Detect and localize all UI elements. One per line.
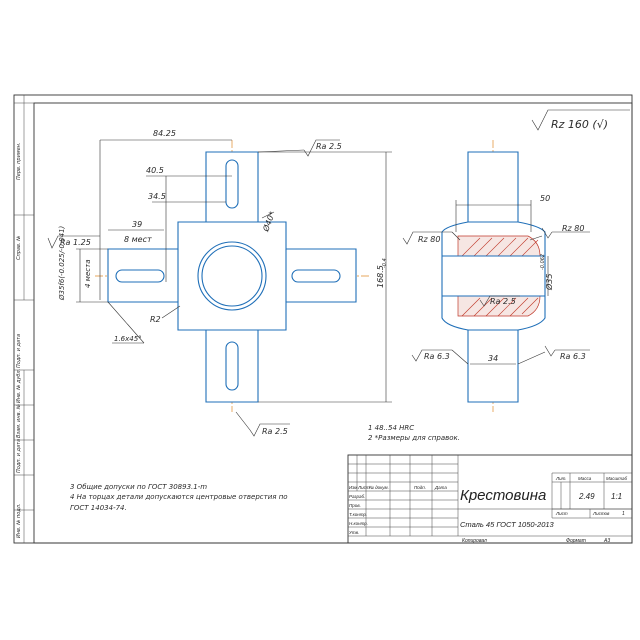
hub-outer-circle	[197, 241, 267, 311]
roughness-ra25-bottom: Ra 2.5	[262, 427, 288, 436]
hatch-top	[457, 235, 541, 257]
tb-sheet-label: Лист	[555, 511, 568, 516]
stamp-sprav-no: Справ. №	[16, 236, 22, 260]
roughness-ra25-side: Ra 2.5	[490, 297, 516, 306]
dim-34: 34	[488, 354, 498, 363]
tb-lit-label: Лит.	[555, 476, 567, 481]
dim-4-mesta: 4 места	[84, 260, 92, 288]
stamp-inv-dubl: Инв. № дубл.	[16, 369, 22, 403]
sheet-inner-frame	[33, 102, 633, 544]
stamp-vzam-inv: Взам. инв. №	[16, 404, 22, 438]
tb-part-name: Крестовина	[460, 487, 546, 504]
tb-scale-label: Масштаб	[606, 476, 627, 481]
dim-168-5: 168.5	[376, 265, 385, 288]
dim-r2: R2	[150, 315, 161, 324]
tb-row-razrab: Разраб.	[349, 494, 365, 499]
note-1: 1 48..54 HRC	[368, 424, 414, 432]
tb-col-data: Дата	[434, 485, 447, 490]
note-4b: ГОСТ 14034-74.	[70, 504, 127, 512]
roughness-ra63-left: Ra 6.3	[424, 352, 450, 361]
technical-notes: 1 48..54 HRC 2 *Размеры для справок. 3 О…	[70, 424, 460, 512]
dim-168-5-tol: -0.4	[382, 258, 388, 268]
roughness-rz80-right: Rz 80	[562, 224, 584, 233]
general-roughness-label: Rz 160 (√)	[551, 118, 608, 131]
tb-col-ndoc: № докум.	[369, 485, 389, 490]
roughness-ra125: Ra 1.25	[60, 238, 91, 247]
tb-row-nkontr: Н.контр.	[349, 521, 368, 526]
dim-chamfer: 1.6x45°	[114, 335, 142, 343]
general-roughness: Rz 160 (√)	[531, 109, 630, 131]
dim-84-25: 84.25	[153, 129, 176, 138]
hatch-bottom	[457, 295, 541, 317]
front-view: 84.25 40.5 34.5 39 8 мест Ra 2.5 168.5 -…	[47, 129, 392, 437]
stamp-perv-primen: Перв. примен.	[16, 142, 22, 180]
dim-34-5: 34.5	[148, 192, 166, 201]
tb-mass-label: Масса	[578, 476, 592, 481]
cross-body	[107, 151, 357, 403]
side-arm-bottom	[467, 329, 519, 403]
tb-copied: Копировал	[462, 538, 487, 544]
roughness-ra25-top: Ra 2.5	[316, 142, 342, 151]
tb-sheets-value: 1	[622, 511, 625, 517]
tb-mass-value: 2.49	[578, 492, 595, 501]
roughness-rz80-left: Rz 80	[418, 235, 440, 244]
dim-40-5: 40.5	[146, 166, 164, 175]
tb-material: Сталь 45 ГОСТ 1050-2013	[460, 520, 555, 529]
dim-50: 50	[540, 194, 550, 203]
tb-scale-value: 1:1	[611, 492, 622, 501]
dim-dia-35f6: Ø35f6(-0.025/-0.041)	[58, 225, 66, 301]
note-2: 2 *Размеры для справок.	[368, 434, 460, 442]
note-3: 3 Общие допуски по ГОСТ 30893.1-m	[70, 483, 207, 491]
tb-row-utv: Утв.	[349, 530, 359, 535]
stamp-inv-podl: Инв. № подл.	[16, 504, 22, 539]
tb-format-label: Формат	[566, 538, 586, 544]
tb-col-list: Лист	[357, 485, 370, 490]
groove-bottom	[225, 341, 239, 391]
tb-row-prov: Пров.	[349, 503, 361, 508]
side-arm-top	[467, 151, 519, 223]
roughness-ra63-right: Ra 6.3	[560, 352, 586, 361]
tb-col-podp: Подп.	[414, 485, 426, 490]
dim-8-mest: 8 мест	[124, 235, 152, 244]
tb-format-value: А3	[603, 538, 610, 544]
groove-top	[225, 159, 239, 209]
dim-dia-35: Ø35	[544, 274, 554, 291]
dim-39: 39	[132, 220, 142, 229]
tb-row-tkontr: Т.контр.	[349, 512, 367, 517]
title-block: Изм Лист № докум. Подп. Дата Разраб. Про…	[347, 454, 633, 544]
side-stamps: Перв. примен. Справ. № Подп. и дата Инв.…	[14, 95, 34, 543]
side-view: 50 Rz 80 Rz 80 Ø35 -0.062 Ra 2.5 34 Ra 6…	[402, 140, 590, 412]
hub-inner-circle	[201, 245, 263, 307]
groove-right	[291, 269, 341, 283]
stamp-podp-data-1: Подп. и дата	[16, 334, 22, 368]
groove-left	[115, 269, 165, 283]
tb-sheets-label: Листов	[592, 511, 610, 516]
stamp-podp-data-2: Подп. и дата	[16, 439, 22, 473]
dim-dia-35-tol: -0.062	[540, 254, 546, 270]
note-4a: 4 На торцах детали допускаются центровые…	[70, 493, 288, 501]
tb-col-izm: Изм	[349, 485, 357, 490]
